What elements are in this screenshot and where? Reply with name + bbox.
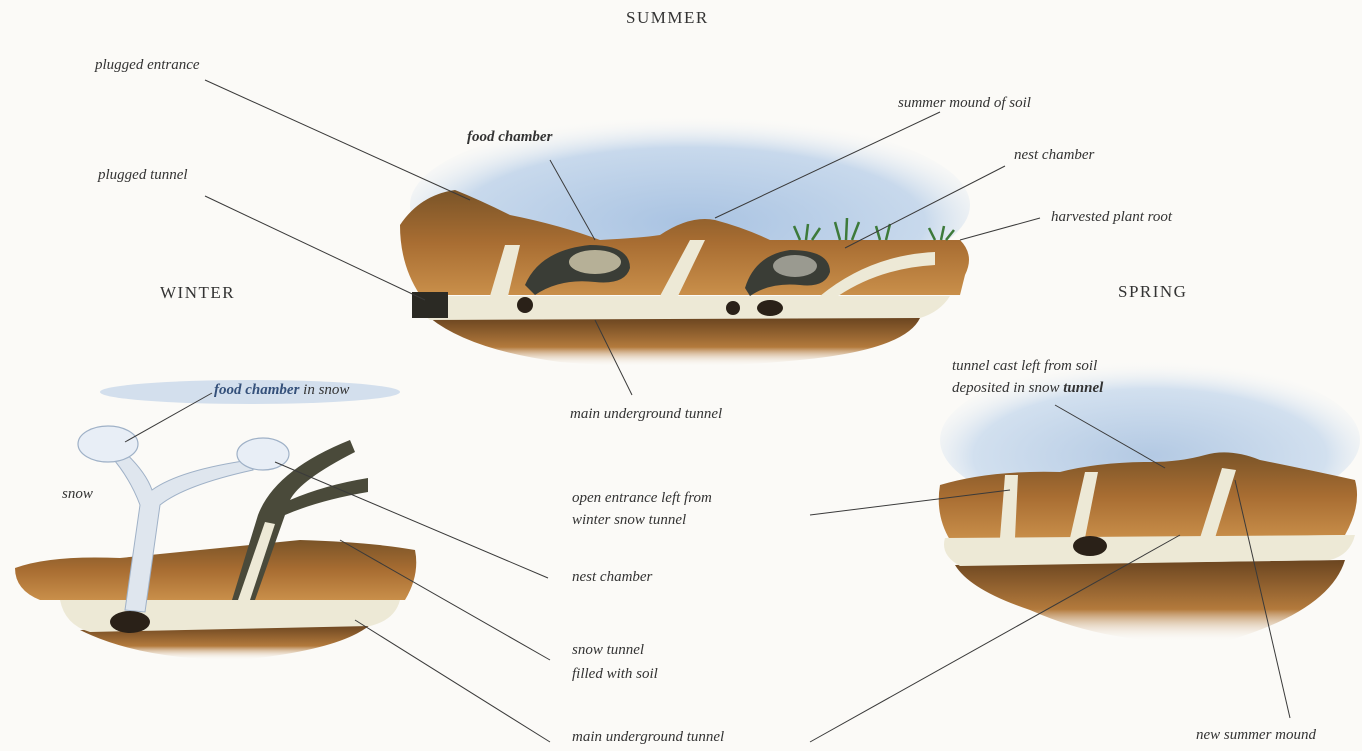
label-harvested-plant-root: harvested plant root — [1051, 207, 1172, 228]
summer-gopher-1 — [517, 297, 533, 313]
winter-nest-chamber-snow — [237, 438, 289, 470]
summer-gopher-2 — [726, 301, 740, 315]
season-title-summer: SUMMER — [626, 8, 709, 28]
label-nest-chamber-summer: nest chamber — [1014, 145, 1094, 166]
spring-gopher — [1073, 536, 1107, 556]
summer-nest — [773, 255, 817, 277]
winter-food-chamber-snow — [78, 426, 138, 462]
label-main-tunnel-summer: main underground tunnel — [570, 404, 722, 425]
label-snow-tunnel-line2: filled with soil — [572, 664, 658, 685]
summer-scene — [400, 115, 970, 367]
label-main-tunnel-bottom: main underground tunnel — [572, 727, 724, 748]
label-tunnel-cast-line2b: tunnel — [1063, 380, 1103, 396]
spring-scene — [939, 360, 1360, 642]
label-food-chamber-snow-a: food chamber — [214, 382, 299, 398]
label-plugged-entrance: plugged entrance — [95, 55, 200, 76]
label-tunnel-cast-line2: deposited in snow tunnel — [952, 378, 1103, 399]
label-open-entrance-line2: winter snow tunnel — [572, 510, 686, 531]
label-snow: snow — [62, 484, 93, 505]
season-title-spring: SPRING — [1118, 282, 1187, 302]
label-food-chamber-snow-b: in snow — [299, 382, 349, 398]
winter-gopher — [110, 611, 150, 633]
summer-main-tunnel — [420, 296, 950, 320]
summer-subsoil — [430, 318, 920, 367]
label-food-chamber: food chamber — [467, 127, 552, 148]
label-new-summer-mound: new summer mound — [1196, 725, 1316, 746]
label-snow-tunnel-line1: snow tunnel — [572, 640, 644, 661]
label-nest-chamber-winter: nest chamber — [572, 567, 652, 588]
label-plugged-tunnel: plugged tunnel — [98, 165, 188, 186]
spring-subsoil — [955, 560, 1345, 642]
winter-scene — [15, 380, 416, 660]
season-title-winter: WINTER — [160, 283, 235, 303]
summer-food-store — [569, 250, 621, 274]
label-open-entrance-line1: open entrance left from — [572, 488, 712, 509]
label-summer-mound: summer mound of soil — [898, 93, 1031, 114]
summer-gopher-3 — [757, 300, 783, 316]
label-tunnel-cast-line1: tunnel cast left from soil — [952, 356, 1097, 377]
label-food-chamber-snow: food chamber in snow — [214, 380, 349, 401]
label-tunnel-cast-line2a: deposited in snow — [952, 380, 1063, 396]
